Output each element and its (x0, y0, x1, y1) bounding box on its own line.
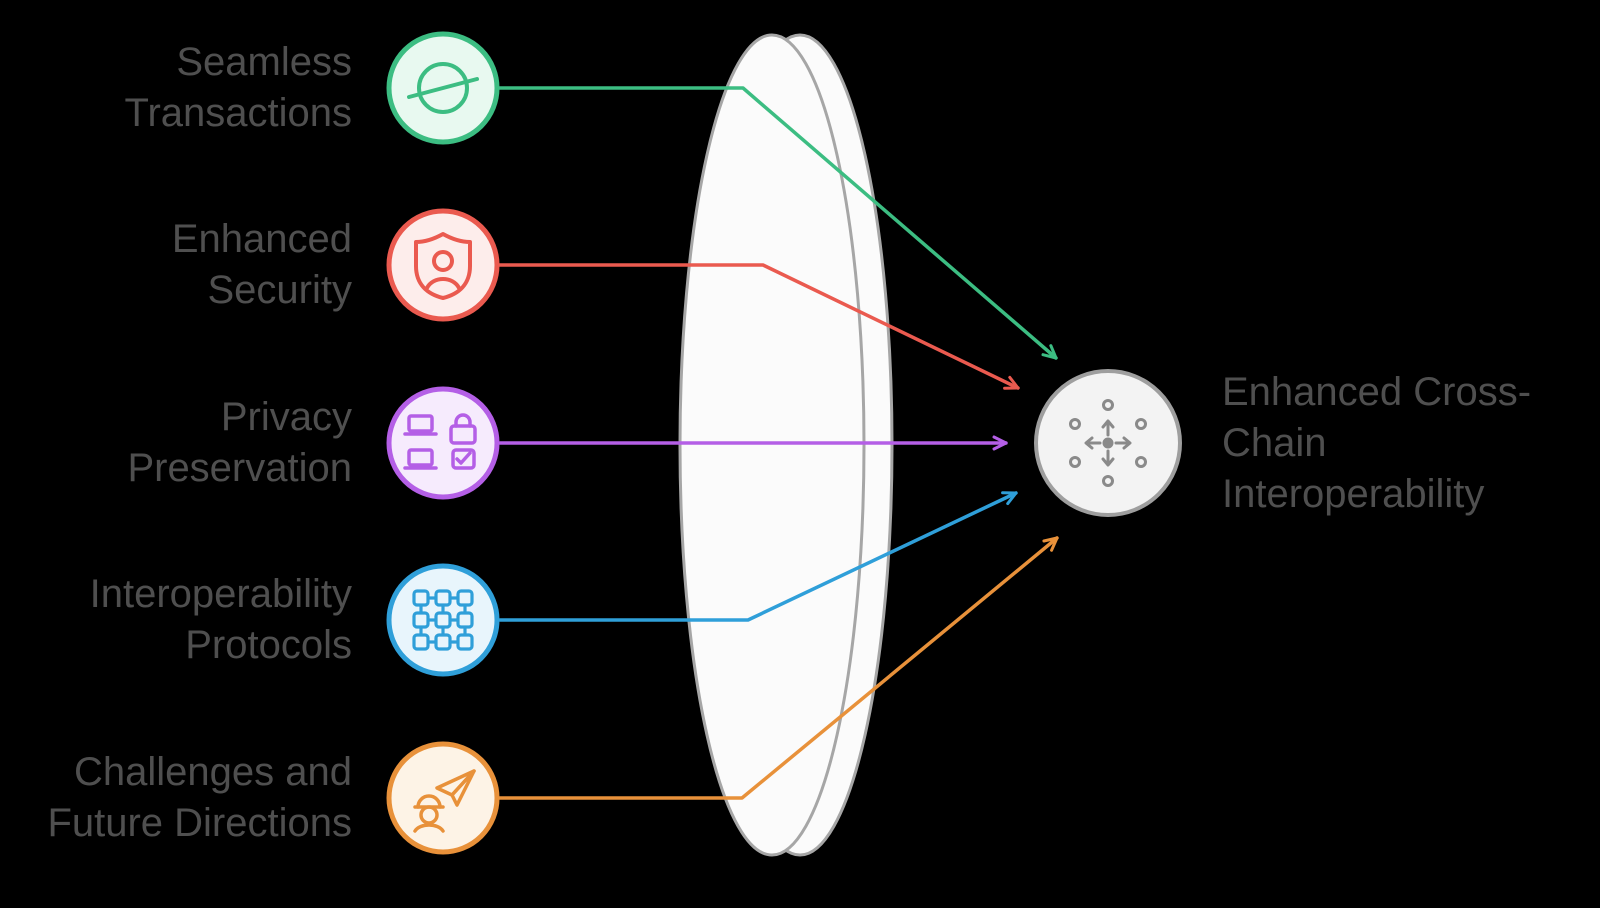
connector-enhanced-security (495, 263, 1020, 390)
item-node-interoperability-protocols (386, 563, 500, 677)
stellar-planet-icon (407, 62, 479, 114)
item-label-privacy-preservation: Privacy Preservation (0, 368, 352, 518)
label-line: Security (207, 268, 353, 312)
label-line: Challenges and (74, 750, 352, 794)
connector-challenges-future-directions (495, 536, 1059, 800)
person-paper-plane-icon (413, 769, 476, 833)
item-label-challenges-future-directions: Challenges and Future Directions (0, 723, 352, 873)
target-node (1034, 369, 1182, 517)
item-label-enhanced-security: Enhanced Security (0, 190, 352, 340)
lens-shape (678, 33, 894, 857)
label-line: Enhanced (171, 217, 352, 261)
item-node-challenges-future-directions (386, 741, 500, 855)
devices-lock-icon (403, 413, 477, 470)
item-node-seamless-transactions (386, 31, 500, 145)
label-line: Preservation (127, 446, 352, 490)
target-label: Enhanced Cross- Chain Interoperability (1222, 353, 1592, 533)
label-line: Future Directions (47, 801, 352, 845)
label-line: Protocols (185, 623, 352, 667)
label-line: Interoperability (89, 572, 352, 616)
label-line: Interoperability (1222, 471, 1485, 516)
connector-seamless-transactions (495, 86, 1058, 360)
item-label-interoperability-protocols: Interoperability Protocols (0, 545, 352, 695)
item-label-seamless-transactions: Seamless Transactions (0, 13, 353, 163)
item-node-enhanced-security (386, 208, 500, 322)
blockchain-grid-icon (412, 589, 474, 651)
connector-interoperability-protocols (498, 491, 1018, 622)
label-line: Chain (1222, 420, 1327, 465)
hub-network-icon (1069, 399, 1147, 487)
item-node-privacy-preservation (386, 386, 500, 500)
label-line: Enhanced Cross- (1222, 369, 1532, 414)
user-shield-icon (414, 232, 472, 300)
label-line: Transactions (124, 91, 353, 135)
label-line: Seamless (176, 40, 352, 84)
label-line: Privacy (220, 395, 352, 439)
